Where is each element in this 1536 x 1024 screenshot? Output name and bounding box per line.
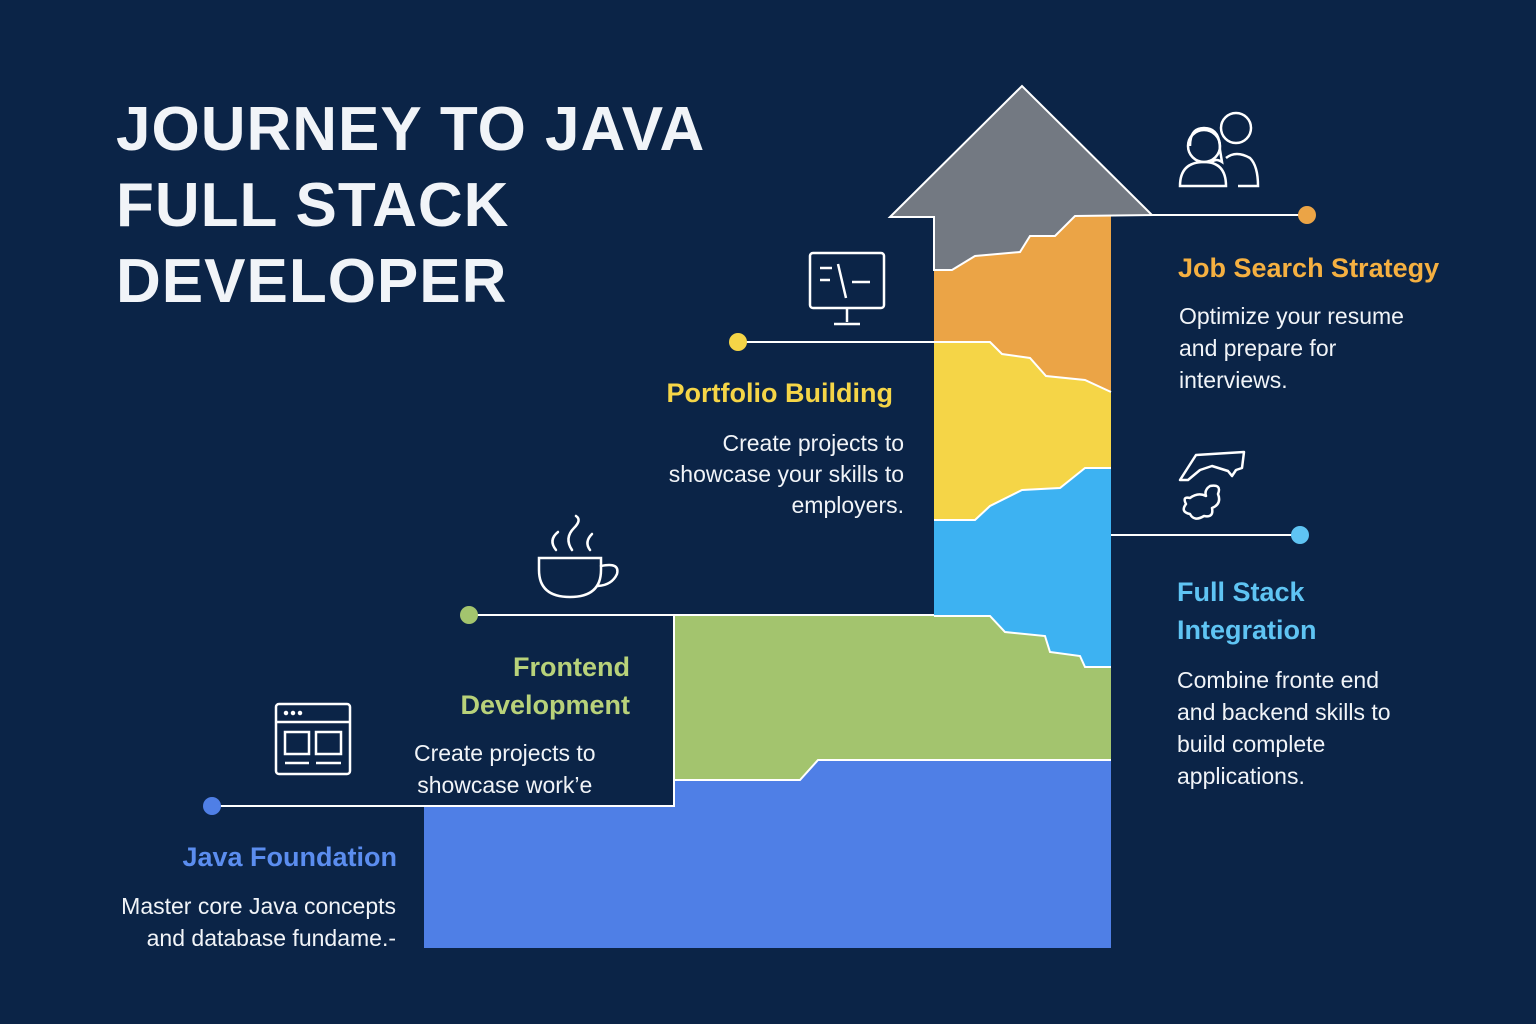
frontend-dot bbox=[460, 606, 478, 624]
handshake-icon bbox=[1178, 450, 1246, 520]
description-line: and database fundame.- bbox=[146, 925, 396, 951]
title-line-3: DEVELOPER bbox=[116, 247, 508, 316]
title-line: Frontend bbox=[513, 652, 630, 682]
job-search-description: Optimize your resume and prepare for int… bbox=[1179, 300, 1404, 396]
portfolio-block bbox=[934, 342, 1111, 520]
full-stack-dot bbox=[1291, 526, 1309, 544]
arrow-head bbox=[887, 84, 1155, 271]
portfolio-dot bbox=[729, 333, 747, 351]
portfolio-title: Portfolio Building bbox=[666, 378, 893, 408]
description-line: Combine fronte end bbox=[1177, 667, 1380, 693]
title-line-2: FULL STACK bbox=[116, 171, 510, 240]
title-line: Integration bbox=[1177, 615, 1317, 645]
full-stack-description: Combine fronte end and backend skills to… bbox=[1177, 664, 1391, 792]
description-line: Create projects to bbox=[414, 740, 596, 766]
frontend-block bbox=[674, 616, 1111, 780]
description-line: Create projects to bbox=[722, 430, 904, 456]
page-title: JOURNEY TO JAVA FULL STACK DEVELOPER bbox=[116, 92, 705, 320]
people-icon bbox=[1178, 111, 1260, 188]
description-line: showcase work’e bbox=[417, 772, 593, 798]
java-foundation-description: Master core Java concepts and database f… bbox=[121, 890, 396, 954]
java-foundation-dot bbox=[203, 797, 221, 815]
title-line: Development bbox=[460, 690, 630, 720]
coffee-cup-icon bbox=[537, 514, 619, 599]
frontend-description: Create projects to showcase work’e bbox=[414, 737, 596, 801]
description-line: employers. bbox=[791, 492, 904, 518]
frontend-title: Frontend Development bbox=[460, 648, 630, 724]
description-line: and prepare for bbox=[1179, 335, 1337, 361]
java-foundation-title: Java Foundation bbox=[182, 842, 397, 872]
description-line: showcase your skills to bbox=[668, 461, 904, 487]
title-line-1: JOURNEY TO JAVA bbox=[116, 95, 706, 164]
browser-window-icon bbox=[274, 702, 352, 776]
description-line: and backend skills to bbox=[1177, 699, 1391, 725]
description-line: interviews. bbox=[1179, 367, 1288, 393]
description-line: Master core Java concepts bbox=[121, 893, 396, 919]
full-stack-title: Full Stack Integration bbox=[1177, 573, 1317, 649]
title-line: Full Stack bbox=[1177, 577, 1305, 607]
job-search-block bbox=[934, 216, 1111, 392]
job-search-dot bbox=[1298, 206, 1316, 224]
portfolio-description: Create projects to showcase your skills … bbox=[669, 428, 904, 521]
description-line: build complete bbox=[1177, 731, 1326, 757]
monitor-terminal-icon bbox=[808, 251, 886, 326]
job-search-title: Job Search Strategy bbox=[1178, 253, 1440, 283]
description-line: applications. bbox=[1177, 763, 1305, 789]
description-line: Optimize your resume bbox=[1179, 303, 1404, 329]
